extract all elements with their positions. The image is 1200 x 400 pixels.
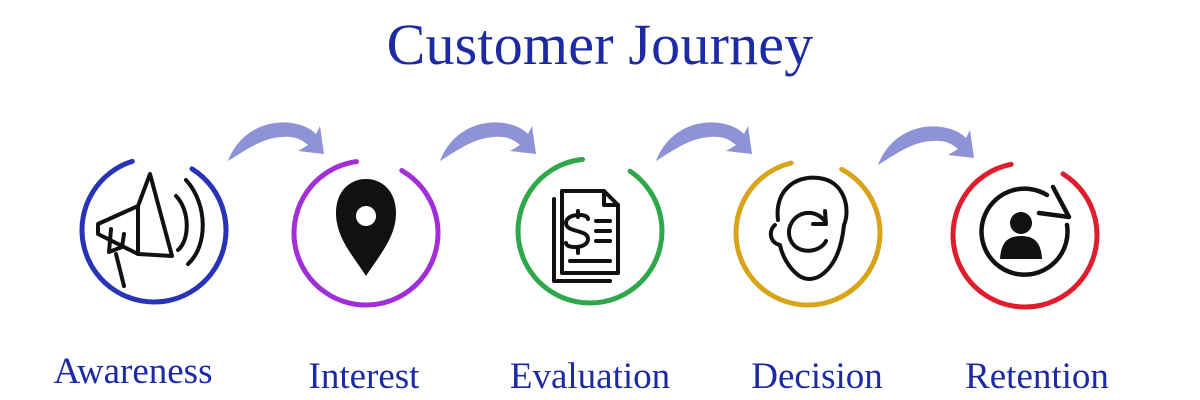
megaphone-icon — [96, 172, 205, 288]
journey-arrow-3 — [656, 122, 752, 161]
stage-ring — [733, 158, 883, 308]
stage-ring — [79, 155, 229, 305]
head-refresh-icon — [768, 175, 849, 281]
curved-arrow-icon — [878, 126, 974, 165]
page-title: Customer Journey — [386, 12, 814, 77]
stage-interest — [291, 158, 441, 308]
stage-awareness — [79, 155, 229, 305]
stage-decision — [733, 158, 883, 308]
stage-label-evaluation: Evaluation — [509, 356, 671, 397]
journey-arrow-2 — [440, 122, 536, 161]
user-refresh-icon — [979, 184, 1072, 277]
stage-label-interest: Interest — [308, 356, 420, 397]
stage-evaluation — [515, 156, 665, 306]
stage-label-awareness: Awareness — [53, 351, 213, 392]
stage-ring — [291, 158, 441, 308]
curved-arrow-icon — [228, 122, 324, 161]
stage-ring — [515, 156, 665, 306]
curved-arrow-icon — [440, 122, 536, 161]
invoice-document-icon — [552, 189, 620, 283]
journey-arrow-1 — [228, 122, 324, 161]
location-pin-icon — [336, 179, 396, 276]
curved-arrow-icon — [656, 122, 752, 161]
stage-label-decision: Decision — [751, 356, 883, 397]
stage-ring — [950, 160, 1100, 310]
journey-arrow-4 — [878, 126, 974, 165]
stage-label-retention: Retention — [965, 356, 1109, 397]
stage-retention — [950, 160, 1100, 310]
